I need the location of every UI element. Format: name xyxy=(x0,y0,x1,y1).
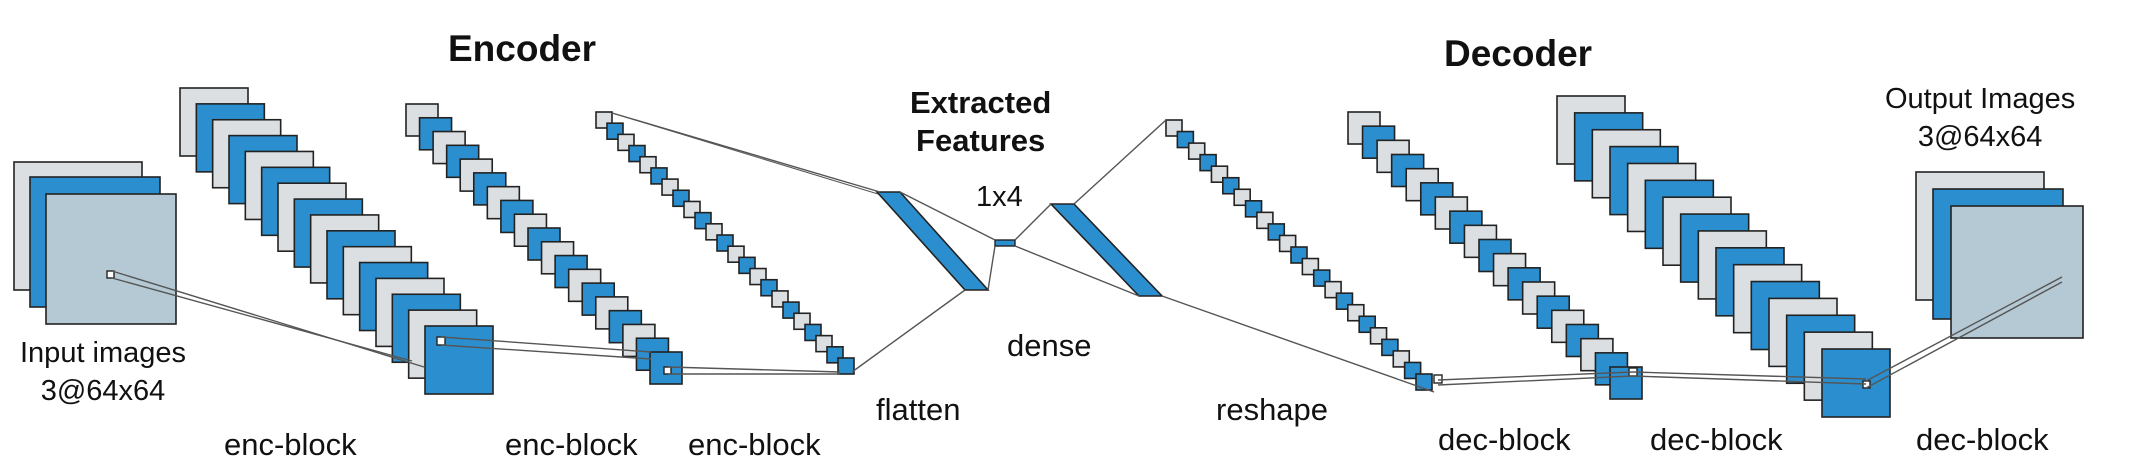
output-images-line2: 3@64x64 xyxy=(1917,121,2043,153)
input-images-line2: 3@64x64 xyxy=(40,375,166,407)
decoder-title: Decoder xyxy=(1444,33,1593,74)
dec-block-label-1: dec-block xyxy=(1438,422,1571,457)
flatten-layer xyxy=(875,191,990,291)
enc-block-label-2: enc-block xyxy=(505,427,638,462)
extracted-features-title: Extracted Features xyxy=(910,84,1051,160)
dec3-to-output-line-bottom xyxy=(1865,281,2063,389)
enc-block-3-stack-map-23 xyxy=(837,357,855,375)
input-to-enc1-line-bottom xyxy=(111,277,413,362)
feature-map-stacks xyxy=(13,87,2084,418)
dec-block-1-stack-map-23 xyxy=(1415,373,1433,391)
extracted-features-line2: Features xyxy=(916,123,1046,158)
enc1-to-enc2-line-top xyxy=(440,336,652,353)
dec3-to-output-line-top xyxy=(1865,276,2063,382)
output-images-line1: Output Images xyxy=(1885,83,2076,115)
enc-block-label-3: enc-block xyxy=(688,427,821,462)
input-images-label: Input images 3@64x64 xyxy=(20,334,186,410)
dec1-to-dec2-line-top xyxy=(1437,371,1634,381)
enc-block-3-stack xyxy=(595,111,855,375)
flatten-label: flatten xyxy=(876,392,961,427)
dec2-to-dec3-line-top xyxy=(1632,371,1867,380)
reshape-to-dec1-line-bottom xyxy=(1161,295,1435,393)
dec-block-1-stack xyxy=(1165,119,1433,391)
flatten-to-dense-line-top xyxy=(899,191,996,241)
enc-block-label-1: enc-block xyxy=(224,427,357,462)
input-image-stack xyxy=(13,161,177,325)
dec-block-label-2: dec-block xyxy=(1650,422,1783,457)
dec1-to-dec2-line-bottom xyxy=(1437,375,1634,386)
enc-block-1-stack xyxy=(179,87,494,395)
input-to-enc1-line-top xyxy=(111,270,425,368)
dec-block-3-stack xyxy=(1556,95,1891,418)
dense-to-reshape-line-bottom xyxy=(1014,245,1140,297)
dense-feature-layer xyxy=(994,239,1016,247)
enc3-to-flatten-line-top-2 xyxy=(611,112,879,195)
flatten-to-dense-line-bottom xyxy=(987,245,996,291)
dense-to-reshape-line-top xyxy=(1014,203,1052,241)
reshape-to-dec1-line-top xyxy=(1073,119,1167,205)
input-receptive-marker xyxy=(106,270,115,279)
output-channel-3 xyxy=(1950,205,2084,339)
dec2-to-dec3-line-bottom xyxy=(1632,375,1867,385)
encoder-title: Encoder xyxy=(448,28,597,69)
enc2-marker xyxy=(663,366,672,375)
dec1-marker xyxy=(1433,374,1443,384)
input-channel-3 xyxy=(45,193,177,325)
enc2-to-enc3-line-top xyxy=(667,366,841,373)
reshape-label: reshape xyxy=(1216,392,1329,427)
dense-label: dense xyxy=(1007,328,1092,363)
enc1-to-enc2-line-bottom xyxy=(440,344,652,360)
output-image-stack xyxy=(1915,171,2084,339)
feature-size-label: 1x4 xyxy=(976,181,1023,213)
output-images-label: Output Images 3@64x64 xyxy=(1885,80,2075,156)
enc-block-2-stack xyxy=(405,103,683,385)
dec-block-label-3: dec-block xyxy=(1916,422,2049,457)
extracted-features-line1: Extracted xyxy=(910,85,1052,120)
enc-block-1-stack-map-16 xyxy=(424,325,494,395)
enc3-to-flatten-line-bottom xyxy=(851,289,966,373)
connector-lines xyxy=(111,112,2063,393)
enc1-marker xyxy=(436,336,446,346)
input-images-line1: Input images xyxy=(20,337,187,369)
